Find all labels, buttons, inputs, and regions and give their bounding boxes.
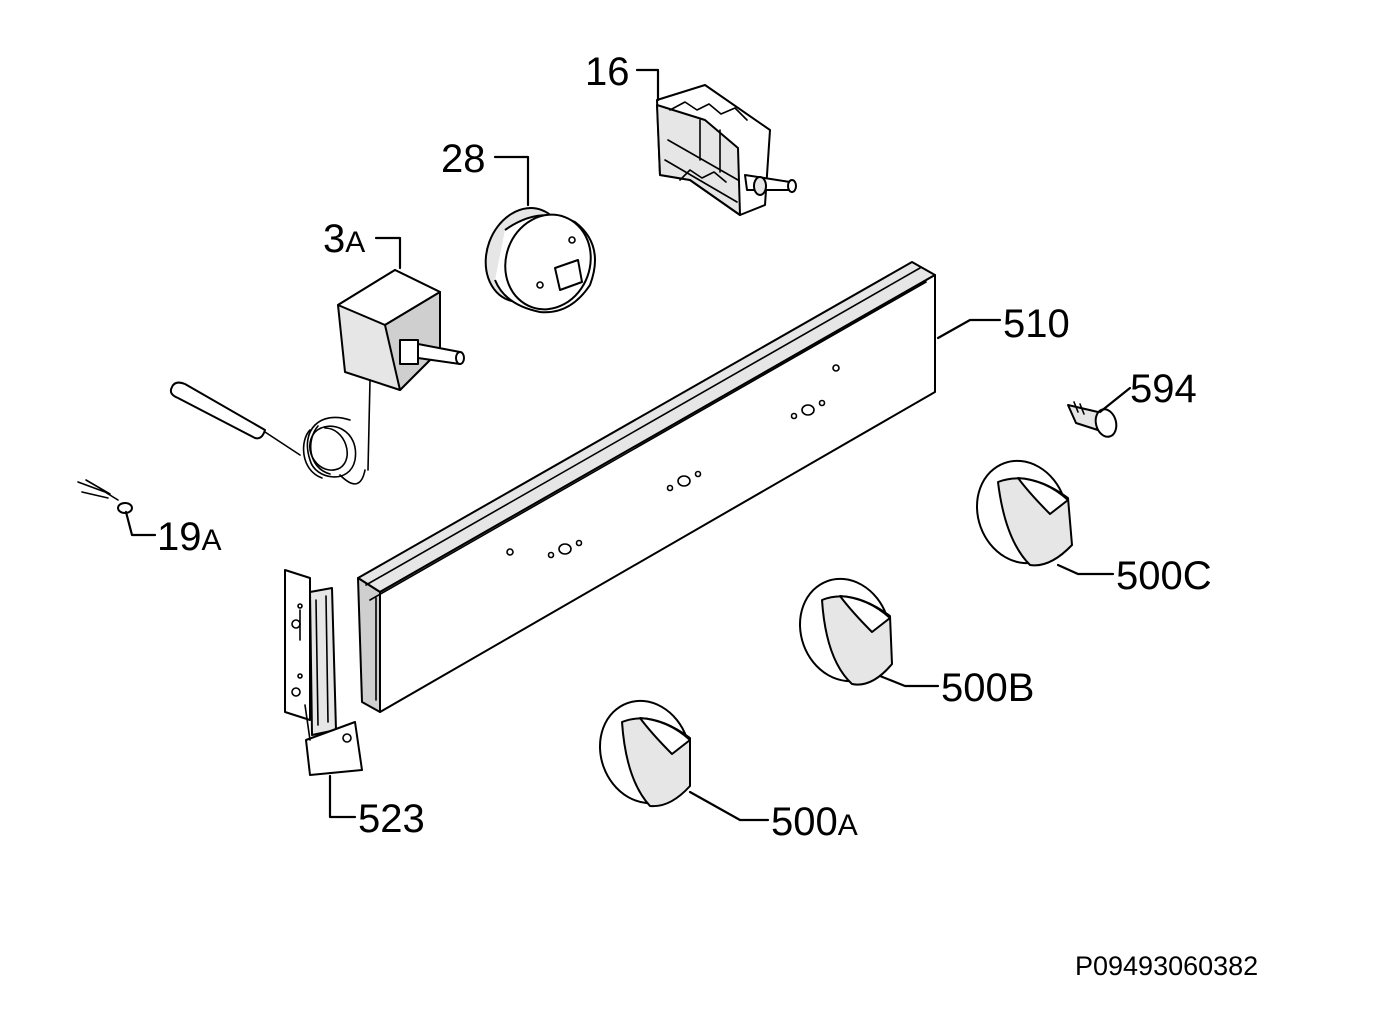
leader-500b bbox=[878, 674, 940, 688]
part-19a-lamp bbox=[77, 479, 133, 514]
knob-500a bbox=[598, 699, 692, 808]
label-500c: 500C bbox=[1116, 554, 1212, 598]
knob-500b bbox=[798, 577, 893, 686]
leader-500c bbox=[1056, 563, 1115, 576]
label-16: 16 bbox=[585, 50, 630, 94]
leader-3a bbox=[374, 236, 402, 270]
part-28-timer bbox=[484, 207, 596, 314]
label-500a: 500A bbox=[771, 800, 858, 844]
leader-594 bbox=[1098, 386, 1132, 414]
leader-523 bbox=[328, 774, 357, 819]
leader-510 bbox=[936, 318, 1002, 340]
part-3a-thermostat bbox=[169, 269, 465, 485]
leader-500a bbox=[688, 790, 770, 822]
leader-19a bbox=[124, 510, 157, 537]
label-3a: 3A bbox=[323, 217, 365, 261]
part-594-lamp-holder bbox=[1067, 401, 1118, 438]
diagram-code: P09493060382 bbox=[1075, 951, 1258, 981]
label-510: 510 bbox=[1003, 302, 1070, 346]
part-16-selector-switch bbox=[656, 84, 797, 216]
label-19a: 19A bbox=[157, 515, 222, 559]
label-28: 28 bbox=[441, 137, 486, 181]
label-523: 523 bbox=[358, 797, 425, 841]
label-594: 594 bbox=[1130, 367, 1197, 411]
label-500b: 500B bbox=[941, 666, 1034, 710]
part-labels: 16 28 3A 510 594 19A 500C 500B 500A 523 … bbox=[157, 50, 1258, 981]
part-510-control-panel bbox=[357, 261, 936, 713]
leader-16 bbox=[635, 68, 660, 102]
part-523-bracket bbox=[284, 569, 363, 776]
leader-28 bbox=[493, 155, 530, 207]
knob-500c bbox=[975, 459, 1073, 567]
leader-lines bbox=[124, 68, 1132, 822]
